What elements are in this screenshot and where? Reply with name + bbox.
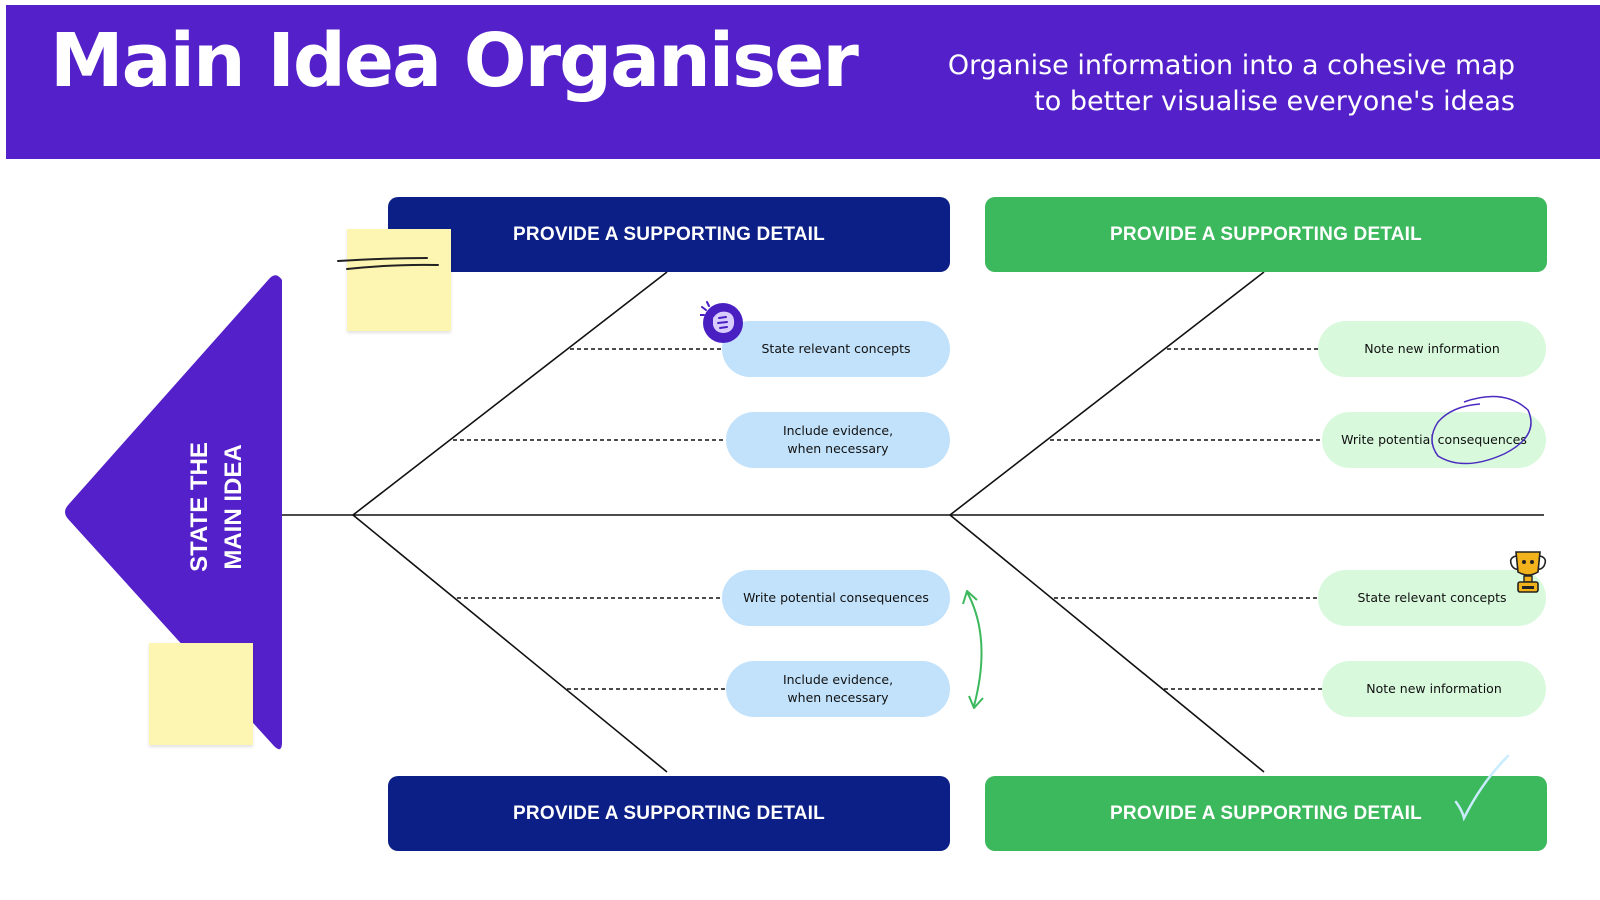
trophy-icon	[1509, 551, 1547, 593]
pill-text: Note new information	[1364, 341, 1500, 356]
scribble-lines-icon	[337, 257, 439, 270]
checkmark-icon	[1454, 754, 1510, 822]
branch-top-left	[352, 271, 668, 516]
pill-text: State relevant concepts	[761, 341, 911, 356]
branch-bottom-left	[352, 514, 668, 773]
detail-pill: State relevant concepts	[722, 321, 950, 377]
supporting-detail-top-right: PROVIDE A SUPPORTING DETAIL	[985, 197, 1547, 272]
branch-bottom-right	[949, 514, 1265, 773]
subtitle-line-1: Organise information into a cohesive map	[947, 50, 1515, 81]
page-subtitle: Organise information into a cohesive map…	[875, 48, 1515, 120]
detail-pill: State relevant concepts	[1318, 570, 1546, 626]
main-idea-head	[65, 275, 282, 750]
pill-text: State relevant concepts	[1357, 590, 1507, 605]
pill-text: when necessary	[787, 441, 889, 456]
pill-text: Write potential consequences	[1341, 432, 1527, 447]
pill-text: when necessary	[787, 690, 889, 705]
subtitle-line-2: to better visualise everyone's ideas	[1034, 86, 1515, 117]
supporting-detail-top-left: PROVIDE A SUPPORTING DETAIL	[388, 197, 950, 272]
detail-pill: Write potential consequences	[1322, 412, 1546, 468]
detail-pill: Note new information	[1318, 321, 1546, 377]
detail-pill: Include evidence, when necessary	[726, 412, 950, 468]
main-idea-label: STATE THE MAIN IDEA	[182, 437, 252, 577]
pill-text: Include evidence,	[782, 423, 894, 438]
detail-pill: Note new information	[1322, 661, 1546, 717]
supporting-detail-bottom-left: PROVIDE A SUPPORTING DETAIL	[388, 776, 950, 851]
main-idea-line-2: MAIN IDEA	[220, 444, 247, 570]
circle-scribble-icon	[1431, 395, 1532, 465]
detail-pill: Write potential consequences	[722, 570, 950, 626]
pill-text: Write potential consequences	[743, 590, 929, 605]
supporting-detail-bottom-right: PROVIDE A SUPPORTING DETAIL	[985, 776, 1547, 851]
pill-text: Include evidence,	[782, 672, 894, 687]
fist-bump-icon	[700, 301, 743, 343]
page-title: Main Idea Organiser	[50, 18, 859, 104]
double-arrow-icon	[962, 590, 984, 709]
pill-text: Note new information	[1366, 681, 1502, 696]
branch-top-right	[949, 271, 1265, 516]
sticky-note[interactable]	[149, 643, 253, 745]
sticky-note[interactable]	[347, 229, 451, 331]
header-banner	[6, 5, 1600, 159]
main-idea-line-1: STATE THE	[186, 442, 213, 572]
detail-pill: Include evidence, when necessary	[726, 661, 950, 717]
